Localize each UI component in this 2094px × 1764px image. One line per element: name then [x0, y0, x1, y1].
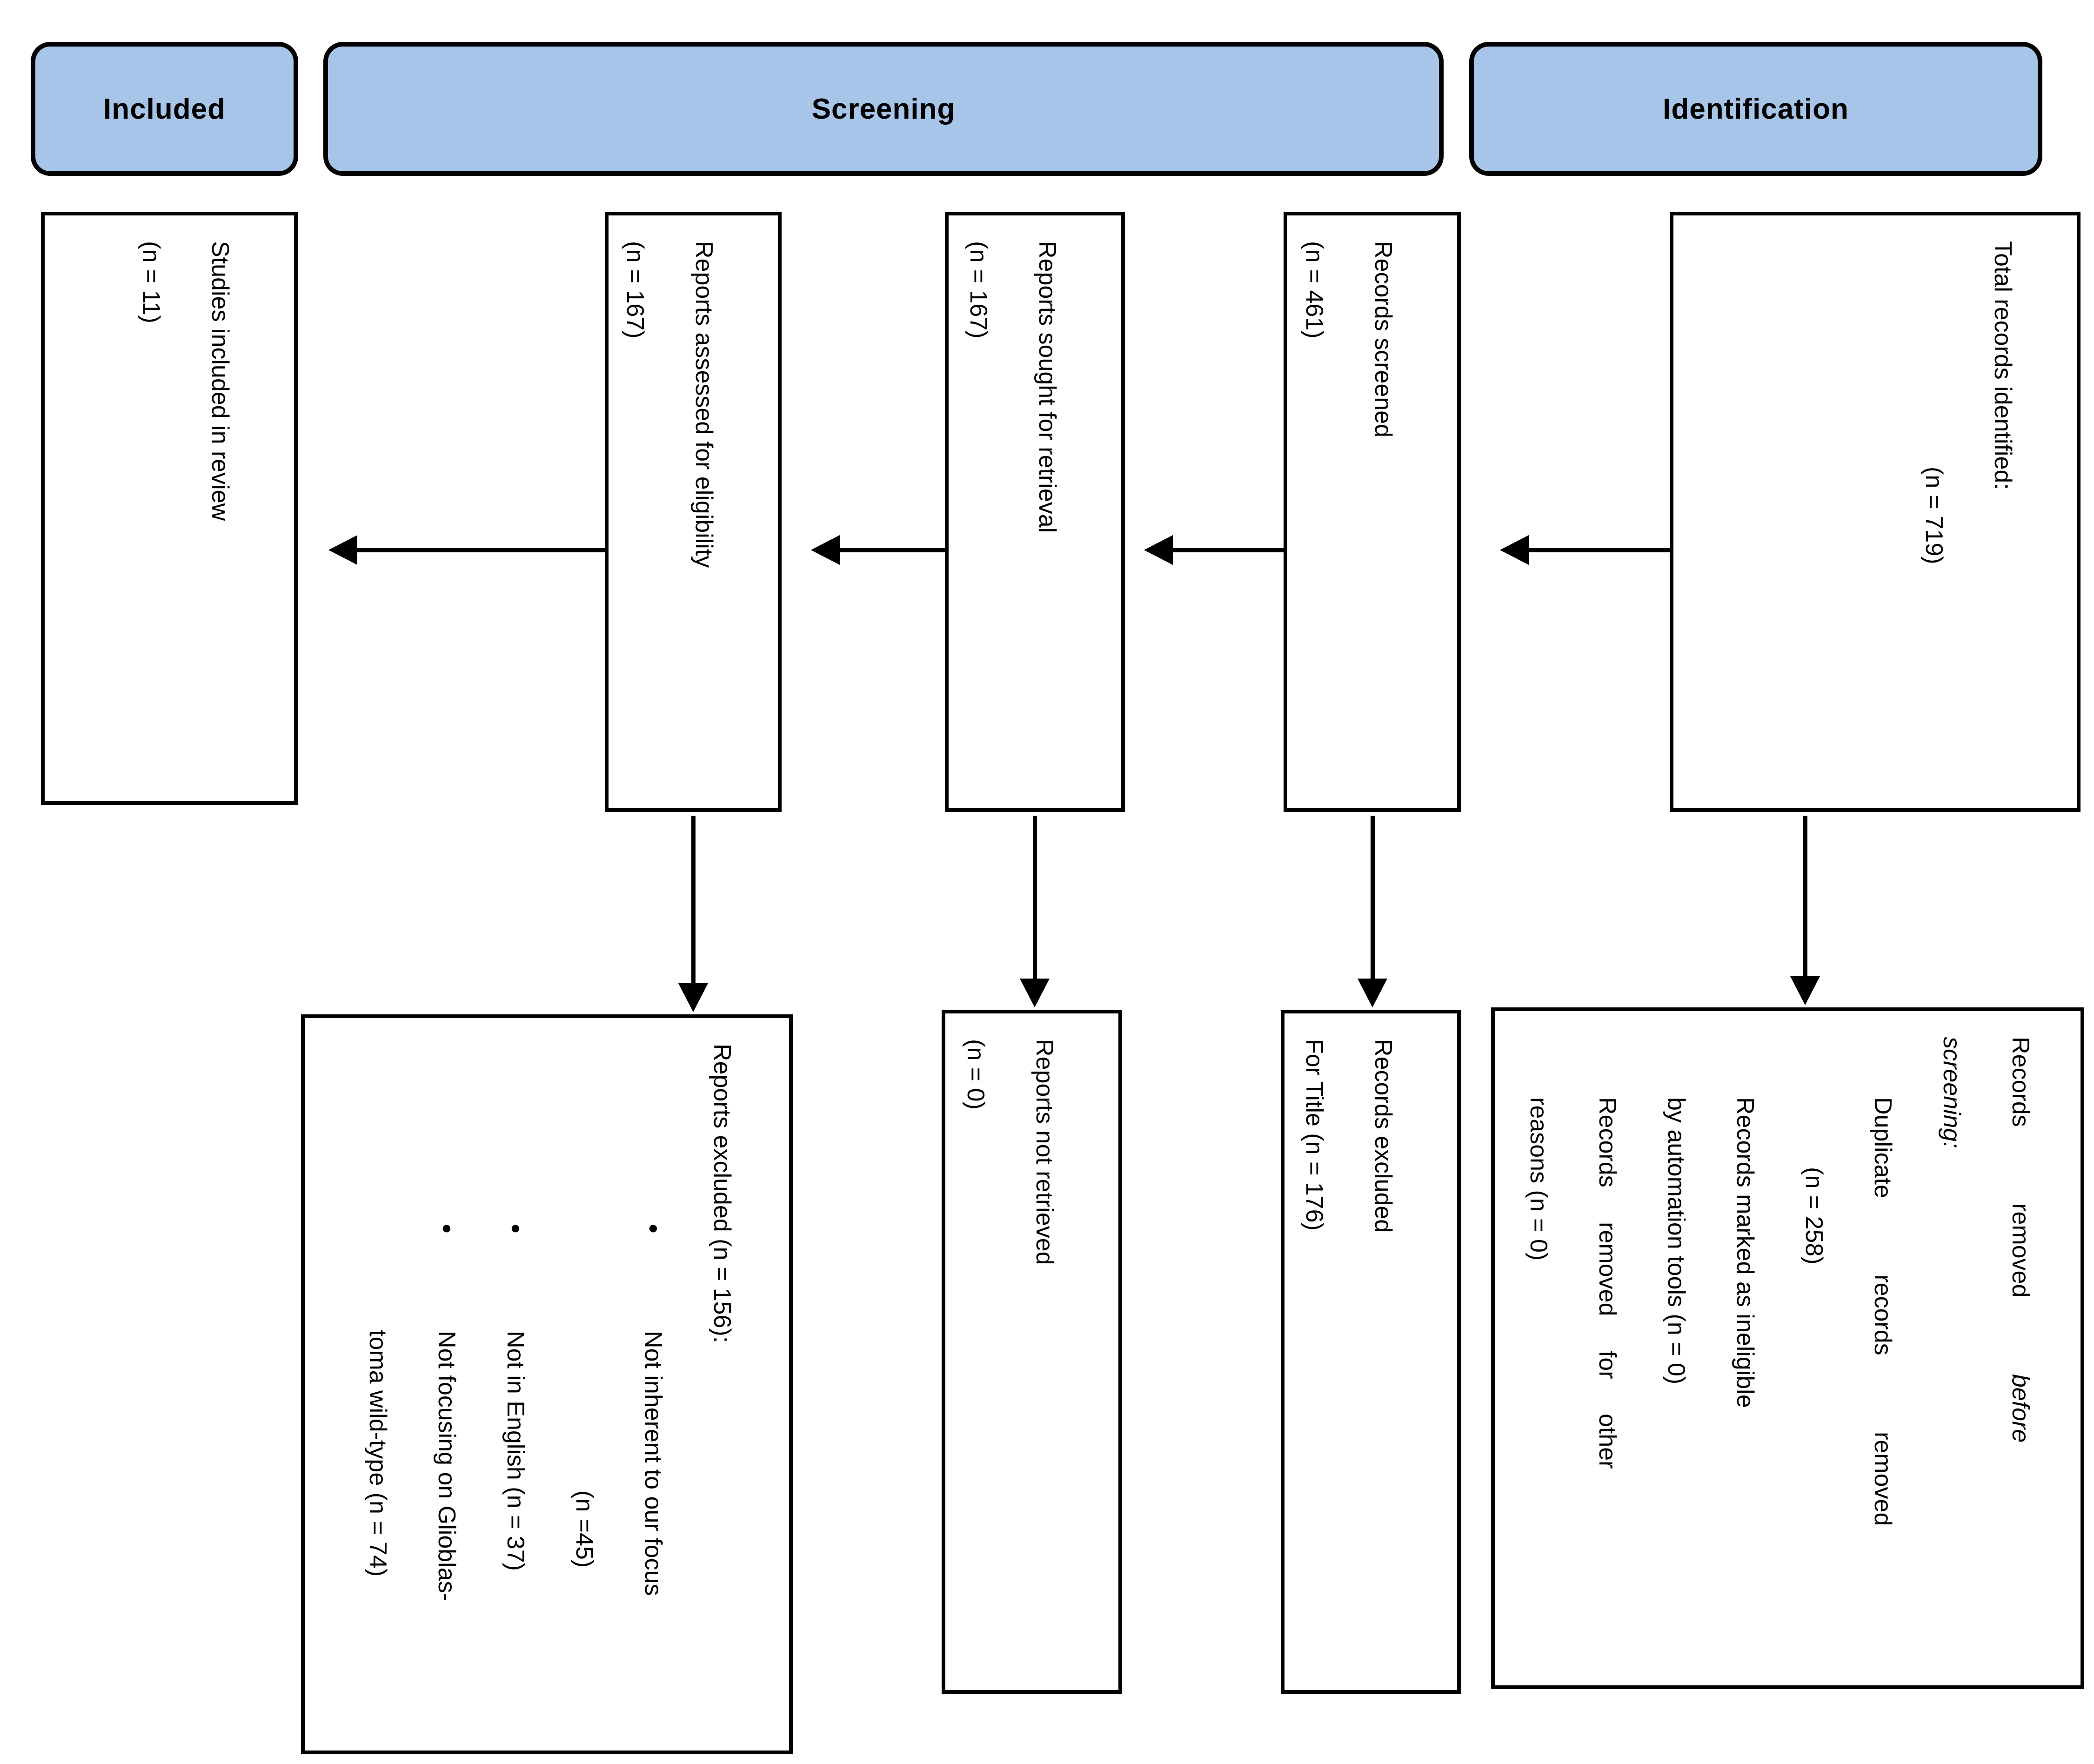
arrow-head [1020, 979, 1050, 1007]
header-screening: Screening [323, 42, 1444, 176]
total-identified-line1: Total records identified: [1989, 241, 2016, 490]
box-records-excluded-title: Records excluded For Title (n = 176) [1281, 1010, 1461, 1694]
box-reports-assessed: Reports assessed for eligibility (n = 16… [605, 212, 782, 812]
arrow-head [1144, 535, 1173, 565]
arrow-shaft [691, 816, 696, 983]
records-removed-line8: reasons (n = 0) [1525, 1097, 1552, 1261]
reports-assessed-line2: (n = 167) [622, 241, 649, 339]
records-removed-line5: Records marked as ineligible [1732, 1097, 1759, 1408]
header-included: Included [31, 42, 298, 176]
header-identification: Identification [1469, 42, 2042, 176]
reports-excluded-bullet3: ● Not focusing on Glioblas- [412, 1044, 481, 1732]
records-removed-line1-text: Records removed [2007, 1037, 2034, 1374]
reports-excluded-bullet1-cont: (n =45) [571, 1490, 598, 1568]
reports-sought-line1: Reports sought for retrieval [1034, 241, 1061, 533]
records-screened-line2: (n = 461) [1301, 241, 1328, 339]
arrow-head [1790, 976, 1820, 1005]
reports-excluded-title: Reports excluded (n = 156): [709, 1044, 736, 1343]
box-reports-excluded: Reports excluded (n = 156): ● Not inheren… [301, 1014, 793, 1754]
arrow-head [1500, 535, 1529, 565]
records-excluded-line1: Records excluded [1370, 1039, 1397, 1233]
records-removed-line6: by automation tools (n = 0) [1663, 1097, 1690, 1385]
header-screening-label: Screening [811, 93, 956, 125]
reports-excluded-bullet3-cont: toma wild-type (n = 74) [364, 1330, 391, 1577]
arrow-head [678, 983, 708, 1012]
header-identification-label: Identification [1663, 93, 1849, 125]
reports-not-retrieved-line1: Reports not retrieved [1031, 1039, 1058, 1265]
reports-excluded-bullet1-text: Not inherent to our focus [640, 1331, 667, 1596]
reports-excluded-bullet2: ● Not in English (n = 37) [481, 1044, 550, 1732]
records-removed-line4: (n = 258) [1800, 1167, 1827, 1265]
reports-not-retrieved-line2: (n = 0) [962, 1039, 989, 1110]
arrow-head [328, 535, 357, 565]
box-records-screened: Records screened (n = 461) [1284, 212, 1461, 812]
arrow-shaft [839, 548, 945, 552]
reports-excluded-bullet3-text: Not focusing on Glioblas- [433, 1331, 460, 1601]
header-included-label: Included [103, 93, 226, 125]
bullet-icon: ● [437, 1218, 456, 1238]
arrow-shaft [1803, 816, 1807, 976]
arrow-shaft [1033, 816, 1037, 979]
bullet-icon: ● [643, 1218, 663, 1238]
records-removed-line2: screening: [1938, 1037, 1965, 1148]
records-removed-line1: Records removed before [1986, 1037, 2055, 1667]
arrow-shaft [1172, 548, 1284, 552]
arrow-head [1358, 979, 1387, 1007]
records-excluded-line2: For Title (n = 176) [1301, 1039, 1328, 1231]
box-reports-not-retrieved: Reports not retrieved (n = 0) [942, 1010, 1122, 1694]
total-identified-line2: (n = 719) [1920, 466, 1947, 564]
arrow-shaft [1371, 816, 1375, 979]
records-removed-line7: Records removed for other [1594, 1097, 1621, 1469]
box-records-removed: Records removed before screening: Duplic… [1491, 1007, 2084, 1689]
records-screened-line1: Records screened [1370, 241, 1397, 437]
reports-assessed-line1: Reports assessed for eligibility [690, 241, 717, 568]
arrow-shaft [1528, 548, 1670, 552]
records-removed-line1-italic: before [2007, 1374, 2034, 1443]
reports-excluded-bullet1: ● Not inherent to our focus [619, 1044, 688, 1732]
records-removed-line3: Duplicate records removed [1869, 1097, 1896, 1526]
studies-included-line1: Studies included in review [207, 241, 234, 521]
reports-excluded-bullet2-text: Not in English (n = 37) [502, 1331, 529, 1571]
box-total-identified: Total records identified: (n = 719) [1670, 212, 2081, 812]
bullet-icon: ● [506, 1218, 525, 1238]
arrow-shaft [356, 548, 605, 552]
arrow-head [811, 535, 840, 565]
box-reports-sought: Reports sought for retrieval (n = 167) [945, 212, 1125, 812]
studies-included-line2: (n = 11) [138, 241, 165, 323]
box-studies-included: Studies included in review (n = 11) [41, 212, 298, 805]
reports-sought-line2: (n = 167) [965, 241, 992, 339]
